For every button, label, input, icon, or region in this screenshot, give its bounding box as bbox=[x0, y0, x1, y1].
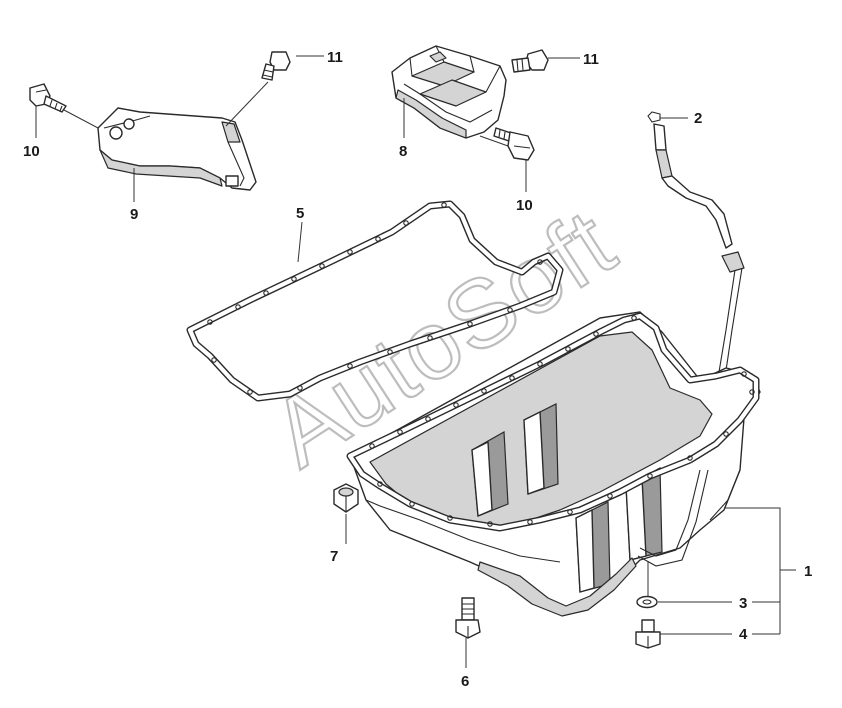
nut-part-7 bbox=[333, 483, 359, 513]
oil-pan-part-1 bbox=[346, 311, 761, 617]
drain-plug-part-4 bbox=[635, 619, 661, 649]
bolt-part-10-middle bbox=[493, 127, 535, 161]
bracket-part-8 bbox=[391, 45, 509, 147]
callout-9: 9 bbox=[130, 206, 138, 223]
stud-part-6 bbox=[455, 597, 481, 639]
callout-10-middle: 10 bbox=[516, 197, 533, 214]
callout-11-right: 11 bbox=[583, 51, 599, 68]
callout-3: 3 bbox=[739, 595, 747, 612]
callout-4: 4 bbox=[739, 626, 748, 643]
callout-8: 8 bbox=[399, 143, 407, 160]
bracket-part-9 bbox=[97, 107, 257, 191]
oil-pan-gasket-part-5 bbox=[186, 200, 564, 402]
callout-2: 2 bbox=[694, 110, 702, 127]
leader-lines bbox=[35, 55, 796, 668]
bolt-part-10-left bbox=[29, 83, 99, 129]
bolt-part-11-right bbox=[511, 49, 549, 73]
callout-11-left: 11 bbox=[327, 49, 343, 66]
callout-1: 1 bbox=[804, 563, 812, 580]
callout-labels: 1 2 3 4 5 6 7 8 9 10 10 11 11 bbox=[23, 49, 812, 690]
washer-part-3 bbox=[636, 562, 658, 609]
callout-6: 6 bbox=[461, 673, 469, 690]
callout-10-left: 10 bbox=[23, 143, 40, 160]
bolt-part-11-left bbox=[225, 51, 291, 127]
callout-7: 7 bbox=[330, 548, 338, 565]
callout-5: 5 bbox=[296, 205, 304, 222]
